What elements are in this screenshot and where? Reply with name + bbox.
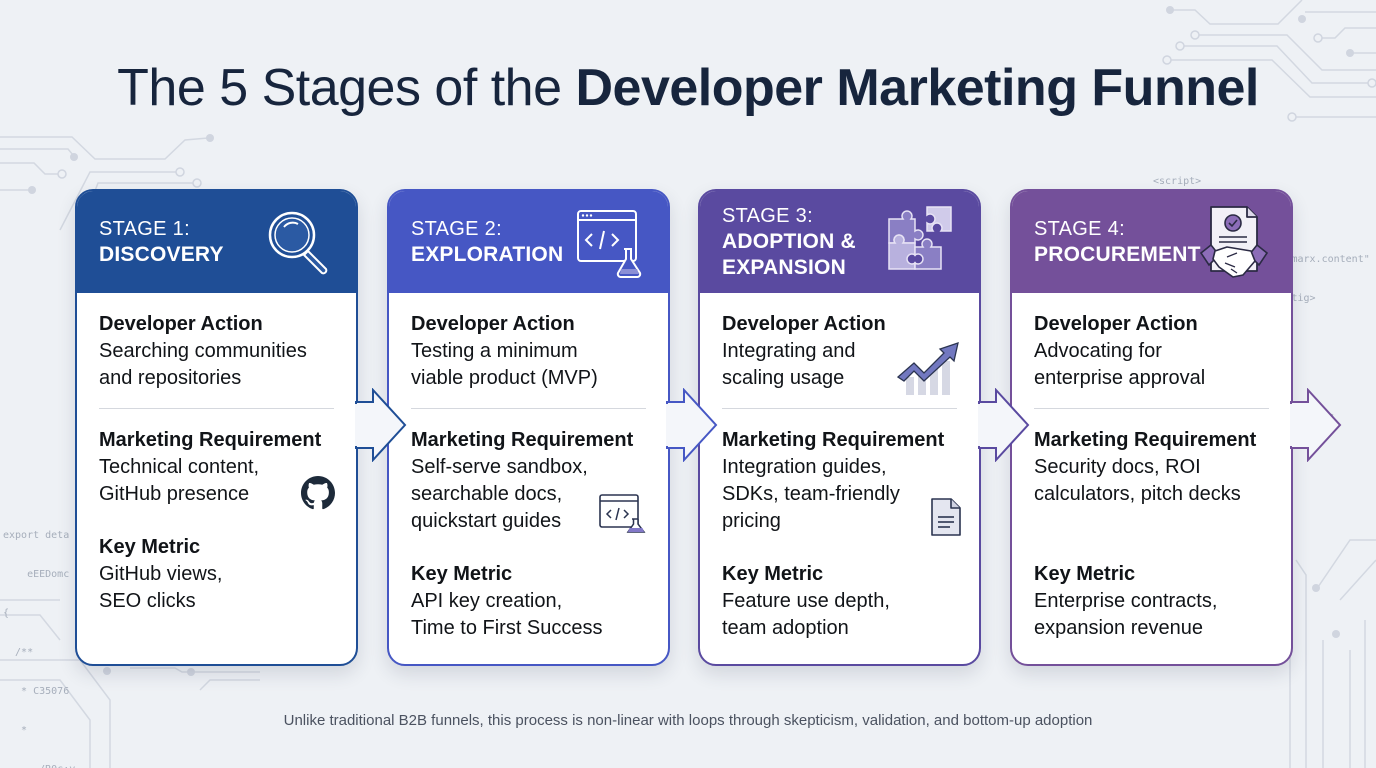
developer-action-label: Developer Action: [1034, 313, 1198, 335]
developer-action-label: Developer Action: [722, 313, 886, 335]
marketing-requirement-text: Self-serve sandbox, searchable docs, qui…: [411, 456, 588, 532]
stage-name-line1: ADOPTION &: [722, 230, 856, 253]
stage-body: Developer Action Advocating for enterpri…: [1012, 293, 1291, 642]
arrow-stage3-to-stage4: [978, 388, 1030, 462]
developer-action-text: Testing a minimum viable product (MVP): [411, 340, 598, 389]
code-window-flask-icon: [599, 494, 646, 533]
developer-action-label: Developer Action: [99, 313, 263, 335]
stage-card-procurement: STAGE 4: PROCUREMENT Developer Action Ad…: [1010, 189, 1293, 666]
page-title: The 5 Stages of the Developer Marketing …: [0, 58, 1376, 118]
marketing-requirement-label: Marketing Requirement: [411, 429, 634, 451]
divider: [411, 408, 646, 409]
stage-name: PROCUREMENT: [1034, 243, 1201, 266]
key-metric-label: Key Metric: [722, 563, 824, 585]
developer-action-label: Developer Action: [411, 313, 575, 335]
document-icon: [931, 498, 961, 536]
stage-name: EXPLORATION: [411, 243, 564, 266]
title-bold: Developer Marketing Funnel: [575, 59, 1259, 117]
stage-card-exploration: STAGE 2: EXPLORATION Developer Action Te…: [387, 189, 670, 666]
stage-number: STAGE 3:: [722, 205, 813, 227]
developer-action-text: Advocating for enterprise approval: [1034, 340, 1206, 389]
stage-card-adoption-expansion: STAGE 3: ADOPTION & EXPANSION Developer …: [698, 189, 981, 666]
key-metric-label: Key Metric: [1034, 563, 1136, 585]
stage-header: STAGE 4: PROCUREMENT: [1012, 191, 1291, 293]
key-metric-text: API key creation, Time to First Success: [411, 590, 603, 639]
marketing-requirement-label: Marketing Requirement: [1034, 429, 1257, 451]
divider: [99, 408, 334, 409]
title-light: The 5 Stages of the: [117, 59, 576, 117]
marketing-requirement-text: Integration guides, SDKs, team-friendly …: [722, 456, 900, 532]
puzzle-pieces-icon: [888, 206, 952, 270]
developer-action-text: Searching communities and repositories: [99, 340, 307, 389]
key-metric-text: Enterprise contracts, expansion revenue: [1034, 590, 1218, 639]
stage-number: STAGE 1:: [99, 218, 190, 240]
marketing-requirement-label: Marketing Requirement: [99, 429, 322, 451]
stage-name: DISCOVERY: [99, 243, 224, 266]
stage-body: Developer Action Testing a minimum viabl…: [389, 293, 668, 642]
stage-number: STAGE 2:: [411, 218, 502, 240]
trending-up-chart-icon: [896, 342, 959, 395]
key-metric-text: GitHub views, SEO clicks: [99, 563, 223, 612]
magnifying-glass-icon: [268, 211, 328, 275]
contract-handshake-icon: [1199, 206, 1269, 278]
divider: [722, 408, 957, 409]
code-window-flask-icon: [577, 210, 642, 278]
stage-body: Developer Action Searching communities a…: [77, 293, 356, 615]
divider: [1034, 408, 1269, 409]
key-metric-label: Key Metric: [99, 536, 201, 558]
key-metric-text: Feature use depth, team adoption: [722, 590, 890, 639]
marketing-requirement-text: Technical content, GitHub presence: [99, 456, 260, 505]
github-icon: [301, 476, 335, 510]
footnote: Unlike traditional B2B funnels, this pro…: [283, 712, 1093, 729]
stage-card-discovery: STAGE 1: DISCOVERY Developer Action Sear…: [75, 189, 358, 666]
stage-header: STAGE 3: ADOPTION & EXPANSION: [700, 191, 979, 293]
key-metric-label: Key Metric: [411, 563, 513, 585]
marketing-requirement-text: Security docs, ROI calculators, pitch de…: [1034, 456, 1241, 505]
marketing-requirement-label: Marketing Requirement: [722, 429, 945, 451]
arrow-stage4-next: [1290, 388, 1342, 462]
stage-header: STAGE 1: DISCOVERY: [77, 191, 356, 293]
stage-name-line2: EXPANSION: [722, 256, 846, 279]
background-code-left: export deta eEEDomc { /** * C35076 * /R0…: [3, 530, 75, 768]
stage-number: STAGE 4:: [1034, 218, 1125, 240]
stage-body: Developer Action Integrating and scaling…: [700, 293, 979, 642]
developer-action-text: Integrating and scaling usage: [722, 340, 856, 389]
stage-header: STAGE 2: EXPLORATION: [389, 191, 668, 293]
arrow-stage1-to-stage2: [355, 388, 407, 462]
arrow-stage2-to-stage3: [666, 388, 718, 462]
